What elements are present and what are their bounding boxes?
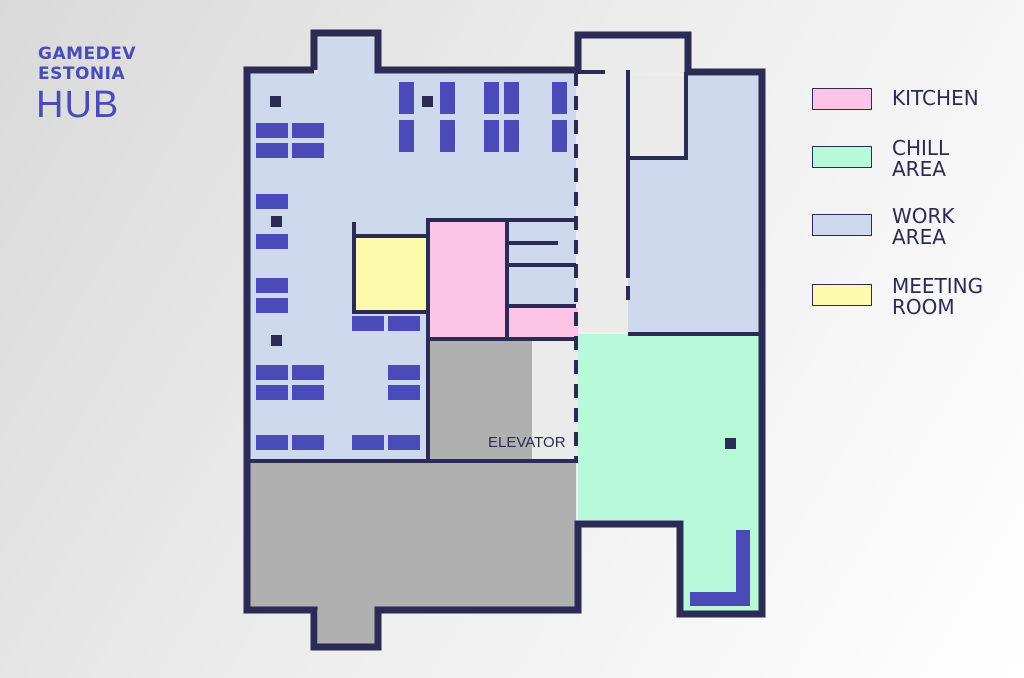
chill-bench-vertical xyxy=(736,530,750,606)
gamedev-estonia-hub-logo: GAMEDEV ESTONIA HUB xyxy=(36,44,166,128)
desk xyxy=(504,120,519,152)
legend-swatch-chill-area xyxy=(812,146,872,168)
desk xyxy=(399,82,414,114)
outer-walls xyxy=(243,29,766,651)
desk xyxy=(256,234,288,249)
desk xyxy=(484,120,499,152)
logo-line-3: HUB xyxy=(36,84,120,126)
marker-square xyxy=(725,438,736,449)
elevator-hall xyxy=(532,340,578,462)
outer-wall-west xyxy=(243,29,766,651)
legend-label-kitchen: KITCHEN xyxy=(892,86,979,110)
logo-line-1: GAMEDEV xyxy=(38,44,137,64)
chill-area-main xyxy=(578,334,760,520)
legend-swatch-kitchen xyxy=(812,88,872,110)
hall-top-alcove xyxy=(578,38,686,74)
desk xyxy=(388,435,420,450)
zones xyxy=(250,38,760,644)
desk xyxy=(256,194,288,209)
corridor-bottom xyxy=(250,462,576,610)
kitchen-side xyxy=(508,308,578,338)
marker-square xyxy=(271,335,282,346)
desk xyxy=(292,435,324,450)
hall-corridor xyxy=(578,74,628,332)
desk xyxy=(256,143,288,158)
desk xyxy=(440,82,455,114)
desk xyxy=(399,120,414,152)
wall-kitchen-outline xyxy=(426,218,578,340)
elevator-shaft xyxy=(430,340,532,462)
desk xyxy=(388,365,420,380)
desk xyxy=(292,365,324,380)
desk xyxy=(292,123,324,138)
wall-meeting-room xyxy=(352,234,428,314)
markers xyxy=(270,96,736,449)
hall-top-right xyxy=(628,76,686,158)
marker-square xyxy=(270,96,281,107)
desk xyxy=(388,316,420,331)
desk xyxy=(256,435,288,450)
desk xyxy=(504,82,519,114)
logo-line-2: ESTONIA xyxy=(38,64,126,84)
legend-swatch-meeting-room xyxy=(812,284,872,306)
corridor-bottom-alcove xyxy=(318,608,376,644)
inner-walls xyxy=(247,70,762,463)
elevator-label: ELEVATOR xyxy=(488,434,566,451)
meeting-room xyxy=(354,238,426,310)
work-area-top-alcove xyxy=(318,38,376,74)
desk xyxy=(256,278,288,293)
desk xyxy=(552,120,567,152)
legend-label-work-area: WORK AREA xyxy=(892,204,955,249)
wall-hall-top-right xyxy=(626,70,688,160)
desk xyxy=(440,120,455,152)
chill-bench-horizontal xyxy=(690,592,750,606)
desk xyxy=(256,298,288,313)
kitchen-main xyxy=(430,222,506,338)
marker-square xyxy=(271,216,282,227)
desk xyxy=(484,82,499,114)
desk xyxy=(256,123,288,138)
desks xyxy=(256,82,750,606)
legend-swatch-work-area xyxy=(812,214,872,236)
legend-label-chill-area: CHILL AREA xyxy=(892,136,950,181)
desk xyxy=(552,82,567,114)
desk xyxy=(352,435,384,450)
desk xyxy=(388,385,420,400)
desk xyxy=(292,385,324,400)
marker-square xyxy=(422,96,433,107)
desk xyxy=(292,143,324,158)
desk xyxy=(352,316,384,331)
legend-label-meeting-room: MEETING ROOM xyxy=(892,274,984,319)
desk xyxy=(256,365,288,380)
desk xyxy=(256,385,288,400)
